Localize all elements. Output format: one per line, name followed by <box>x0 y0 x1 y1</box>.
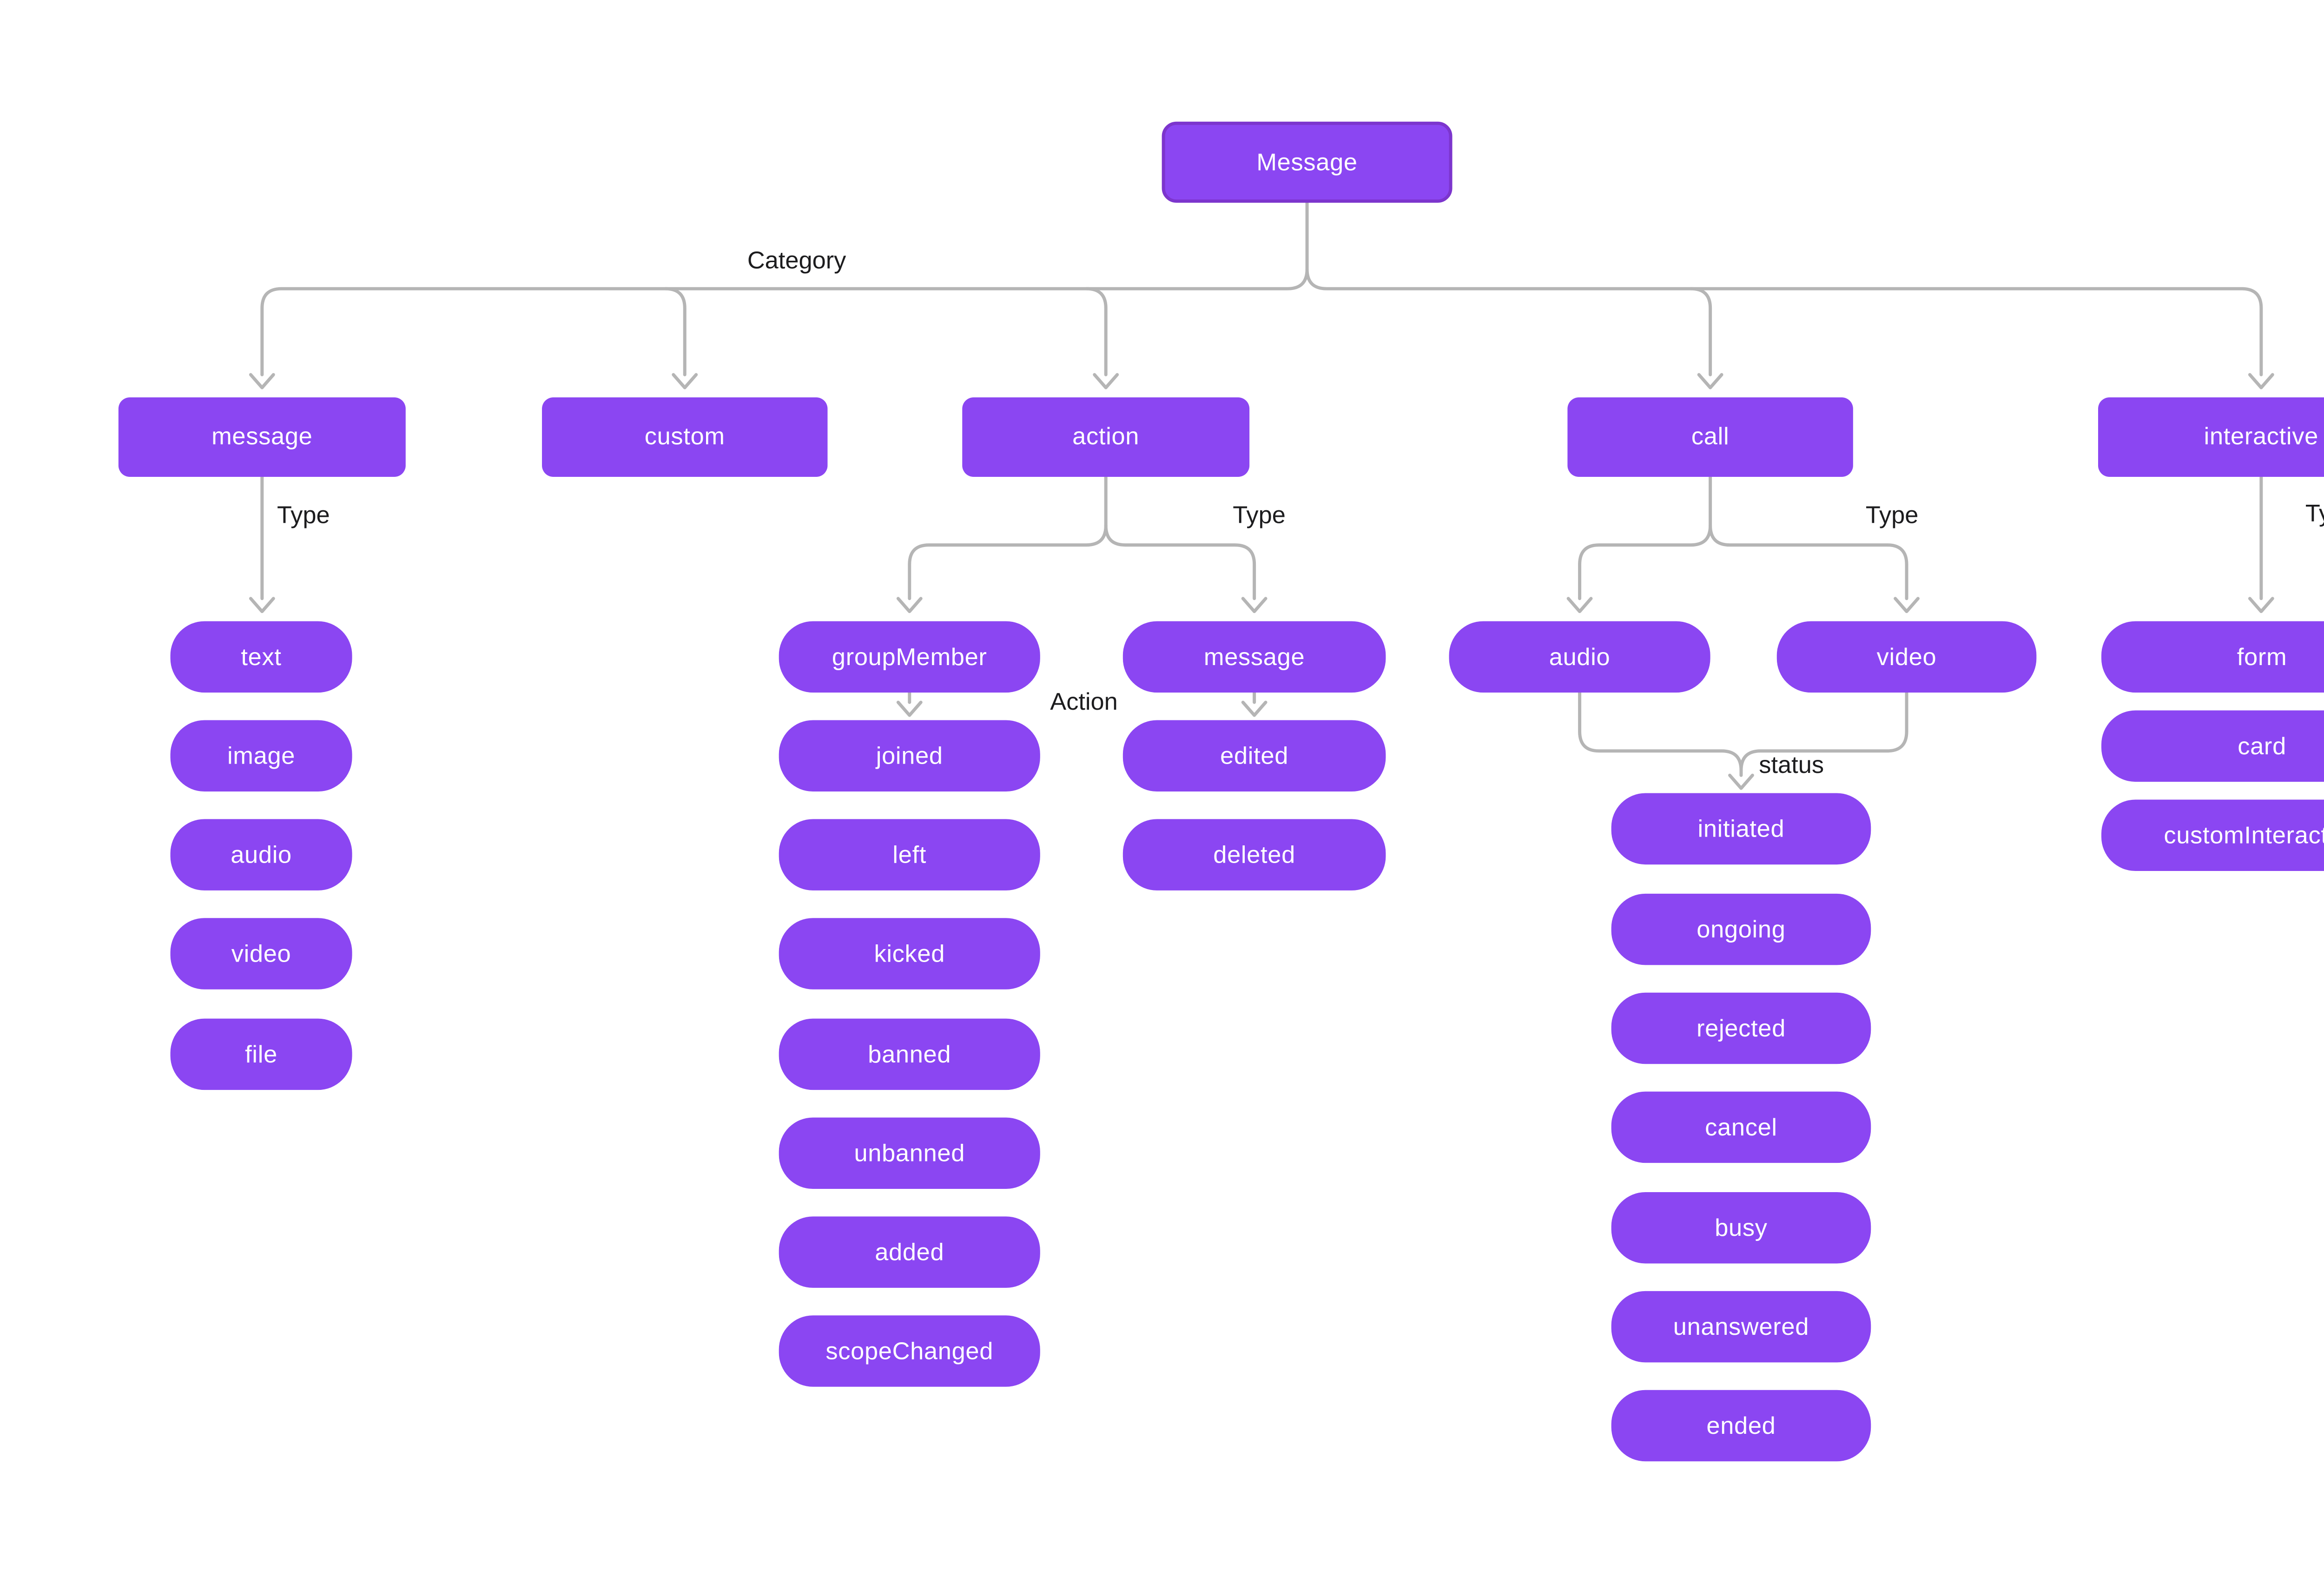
node-type-audio-message[interactable]: audio <box>170 819 352 890</box>
node-type-audio-call[interactable]: audio <box>1449 621 1710 693</box>
connector-category-fan <box>249 201 2274 389</box>
node-action-kicked[interactable]: kicked <box>779 918 1040 989</box>
connector-action-type-fan <box>896 475 1268 613</box>
node-status-initiated[interactable]: initiated <box>1611 793 1871 865</box>
node-action-scopechanged[interactable]: scopeChanged <box>779 1315 1040 1387</box>
arrowhead-icon <box>896 597 923 613</box>
arrowhead-icon <box>249 373 275 389</box>
node-action-joined[interactable]: joined <box>779 720 1040 792</box>
node-status-cancel[interactable]: cancel <box>1611 1091 1871 1163</box>
node-root-message[interactable]: Message <box>1162 121 1452 203</box>
node-category-action[interactable]: action <box>962 397 1250 477</box>
label-status: status <box>1759 752 1824 779</box>
node-type-card[interactable]: card <box>2101 710 2324 782</box>
arrowhead-icon <box>2248 373 2274 389</box>
node-type-message-action[interactable]: message <box>1122 621 1386 693</box>
node-type-form[interactable]: form <box>2101 621 2324 693</box>
arrowhead-icon <box>2248 597 2274 613</box>
arrowhead-icon <box>896 700 923 717</box>
node-action-edited[interactable]: edited <box>1122 720 1386 792</box>
label-type-call: Type <box>1865 502 1919 530</box>
arrowhead-icon <box>1697 373 1723 389</box>
node-status-unanswered[interactable]: unanswered <box>1611 1291 1871 1363</box>
node-status-busy[interactable]: busy <box>1611 1192 1871 1264</box>
node-status-ended[interactable]: ended <box>1611 1390 1871 1462</box>
connector-groupmember-action <box>896 691 923 717</box>
arrowhead-icon <box>249 597 275 613</box>
connector-interactive-type <box>2248 475 2274 613</box>
node-category-custom[interactable]: custom <box>542 397 828 477</box>
arrowhead-icon <box>1241 597 1268 613</box>
node-type-video-call[interactable]: video <box>1776 621 2037 693</box>
node-action-left[interactable]: left <box>779 819 1040 890</box>
node-type-custominteractive[interactable]: customInteractive <box>2101 799 2324 871</box>
label-type-action: Type <box>1233 502 1286 530</box>
node-status-ongoing[interactable]: ongoing <box>1611 893 1871 965</box>
label-category: Category <box>747 247 846 275</box>
arrowhead-icon <box>1093 373 1119 389</box>
node-category-call[interactable]: call <box>1567 397 1853 477</box>
arrowhead-icon <box>1894 597 1920 613</box>
arrowhead-icon <box>672 373 698 389</box>
label-type-interactive: Type <box>2305 500 2324 528</box>
arrowhead-icon <box>1728 773 1754 790</box>
node-status-rejected[interactable]: rejected <box>1611 992 1871 1064</box>
node-action-banned[interactable]: banned <box>779 1018 1040 1090</box>
node-type-text[interactable]: text <box>170 621 352 693</box>
node-action-unbanned[interactable]: unbanned <box>779 1117 1040 1189</box>
arrowhead-icon <box>1566 597 1593 613</box>
node-type-video-message[interactable]: video <box>170 918 352 989</box>
connector-actionmessage-action <box>1241 691 1268 717</box>
node-type-image[interactable]: image <box>170 720 352 792</box>
node-category-interactive[interactable]: interactive <box>2098 397 2324 477</box>
label-action: Action <box>1050 688 1118 716</box>
label-type-message: Type <box>277 502 330 530</box>
node-category-message[interactable]: message <box>118 397 406 477</box>
node-type-file[interactable]: file <box>170 1018 352 1090</box>
connector-call-type-fan <box>1566 475 1920 613</box>
node-type-groupmember[interactable]: groupMember <box>779 621 1040 693</box>
arrowhead-icon <box>1241 700 1268 717</box>
node-action-added[interactable]: added <box>779 1216 1040 1288</box>
connector-call-status-merge <box>1578 691 1908 790</box>
node-action-deleted[interactable]: deleted <box>1122 819 1386 890</box>
connector-message-type <box>249 475 275 613</box>
